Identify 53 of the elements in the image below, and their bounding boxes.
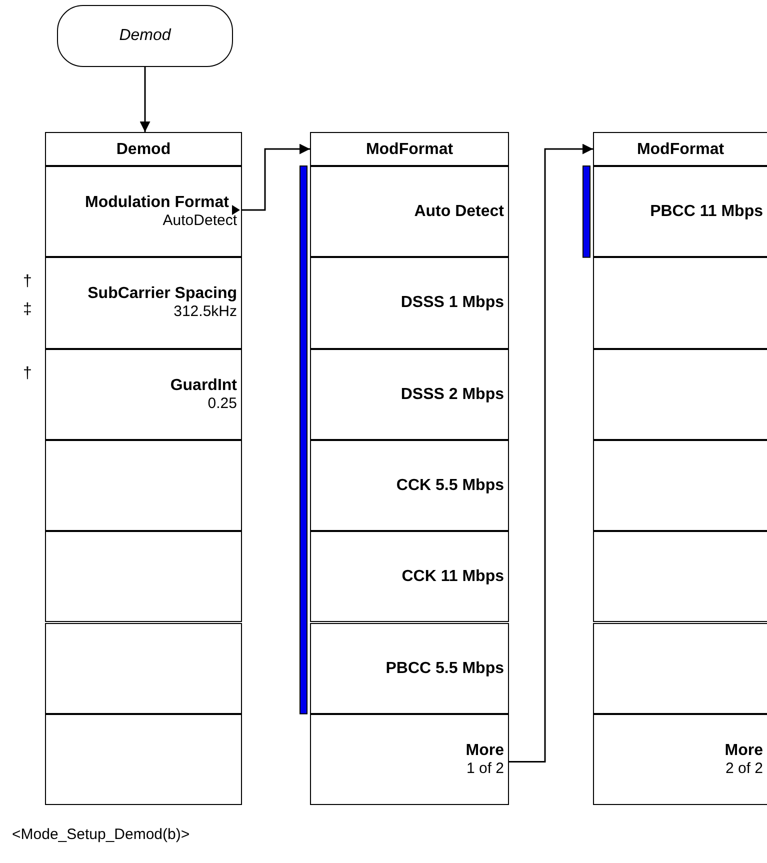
- softkey-label: SubCarrier Spacing: [88, 284, 237, 304]
- softkey-label: More: [466, 740, 504, 760]
- softkey-label: CCK 5.5 Mbps: [396, 476, 504, 496]
- arrow: [509, 144, 593, 763]
- menu-title: ModFormat: [366, 140, 454, 158]
- blank-softkey: [593, 348, 767, 440]
- softkey-value: 2 of 2: [725, 760, 763, 778]
- softkey-label: PBCC 5.5 Mbps: [386, 658, 504, 678]
- softkey-label: Auto Detect: [414, 202, 504, 222]
- softkey-label: CCK 11 Mbps: [402, 567, 504, 586]
- softkey: [310, 531, 509, 622]
- softkey: [310, 440, 509, 532]
- blank-softkey: [45, 714, 242, 806]
- softkey-value: AutoDetect: [162, 212, 237, 230]
- menu-header: [593, 132, 767, 166]
- softkey: [310, 714, 509, 806]
- softkey: [593, 714, 767, 806]
- softkey-label: PBCC 11 Mbps: [650, 202, 763, 222]
- softkey-value: 0.25: [208, 394, 237, 413]
- softkey: [310, 257, 509, 349]
- menu-title: ModFormat: [636, 140, 724, 158]
- softkey: [45, 348, 242, 440]
- softkey-label: More: [724, 740, 763, 760]
- arrow: [242, 144, 310, 211]
- softkey: [45, 257, 242, 349]
- blank-softkey: [45, 531, 242, 622]
- softkey-label: DSSS 2 Mbps: [400, 384, 504, 404]
- blank-softkey: [593, 622, 767, 714]
- blank-softkey: [45, 622, 242, 714]
- menu-title: Demod: [116, 140, 171, 158]
- blank-softkey: [593, 531, 767, 622]
- menu-header: [310, 132, 509, 166]
- arrow: [140, 67, 150, 132]
- softkey: [310, 166, 509, 258]
- softkey: [310, 622, 509, 714]
- figure-caption: <Mode_Setup_Demod(b)>: [12, 826, 190, 843]
- softkey-label: DSSS 1 Mbps: [400, 293, 504, 312]
- start-terminal: [57, 5, 233, 67]
- softkey: [310, 348, 509, 440]
- softkey: [45, 166, 242, 258]
- softkey-value: 312.5kHz: [174, 303, 237, 322]
- menu-key-name: Demod: [119, 27, 171, 45]
- footnote-mark: †: [23, 364, 32, 383]
- softkey-label: Modulation Format: [85, 193, 230, 212]
- footnote-mark: ‡: [23, 301, 32, 320]
- menu-header: [45, 132, 242, 166]
- blank-softkey: [45, 440, 242, 532]
- softkey-value: 1 of 2: [466, 760, 504, 778]
- softkey: [593, 166, 767, 258]
- blank-softkey: [593, 440, 767, 532]
- softkey-label: GuardInt: [170, 376, 237, 395]
- footnote-mark: †: [23, 273, 32, 292]
- blank-softkey: [593, 257, 767, 349]
